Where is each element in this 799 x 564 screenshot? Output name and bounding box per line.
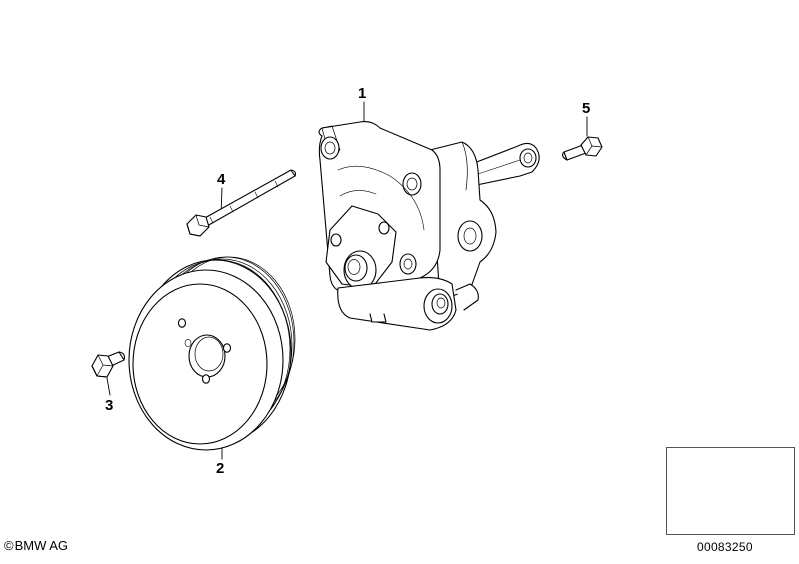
callout-1: 1: [358, 85, 367, 102]
copyright-text: BMW AG: [14, 538, 69, 553]
bracket-bolt: [562, 136, 603, 161]
callout-5: 5: [582, 100, 591, 117]
reference-number: 00083250: [697, 540, 753, 554]
steering-pump: [318, 121, 540, 331]
copyright-symbol: ©: [4, 538, 14, 553]
leader-line-3: [106, 377, 111, 396]
long-bolt: [186, 169, 297, 237]
callout-3: 3: [105, 397, 114, 414]
vehicle-overview-frame: [666, 447, 795, 535]
pulley-bolt: [91, 351, 125, 378]
callout-4: 4: [217, 171, 226, 188]
pulley: [128, 256, 296, 451]
copyright-notice: ©BMW AG: [4, 538, 68, 553]
callout-2: 2: [216, 460, 225, 477]
